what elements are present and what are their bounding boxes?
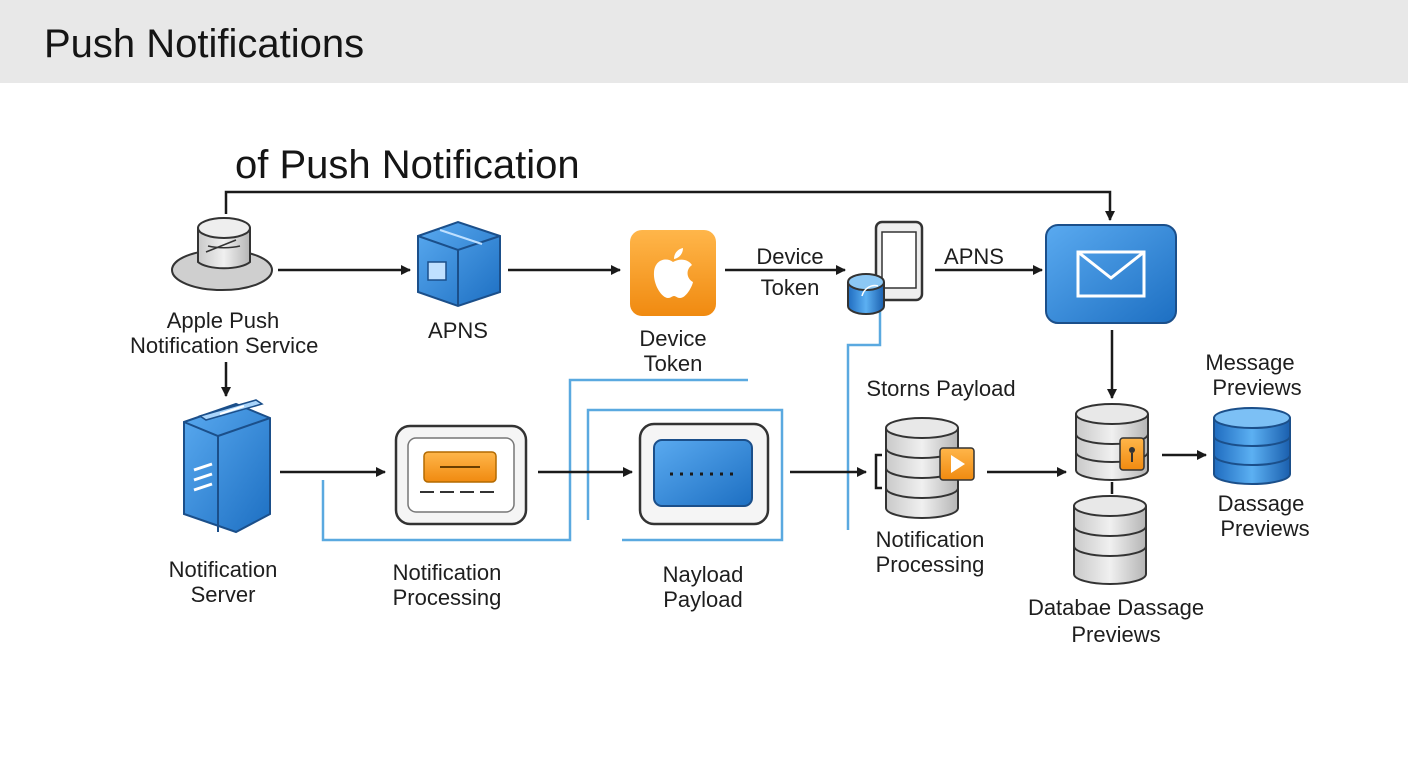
notification-server-label-line1: Notification [168, 557, 278, 582]
payload-card-icon [638, 422, 770, 526]
notification-server-label-line2: Server [190, 582, 256, 607]
apple-push-label-line1: Apple Push [166, 308, 280, 333]
database-label: Databae Dassage Previews [1010, 595, 1222, 647]
dassage-previews-label-line1: Dassage [1217, 491, 1305, 516]
flow-arrows [221, 265, 1207, 494]
server-tower-icon [183, 399, 271, 534]
notification-processing-label-line2: Processing [392, 585, 502, 610]
device-token-label: Device Token [620, 326, 726, 376]
storns-processing-label-line1: Notification [875, 527, 985, 552]
device-token-label-line2: Token [643, 351, 703, 376]
message-previews-label: Message Previews [1190, 350, 1310, 400]
notification-server-label: Notification Server [154, 557, 292, 607]
page-title: Push Notifications [44, 22, 365, 66]
processing-card-icon [394, 424, 528, 526]
server-stack-icon [171, 217, 273, 291]
storns-processing-label: Notification Processing [860, 527, 1000, 577]
message-previews-label-line1: Message [1205, 350, 1295, 375]
envelope-icon [1045, 224, 1177, 324]
nayload-payload-label-line1: Nayload [662, 562, 744, 587]
edge-device-label-line1: Device [756, 244, 824, 269]
message-previews-label-line2: Previews [1212, 375, 1302, 400]
header-bar: Push Notifications [0, 0, 1408, 83]
notification-processing-label: Notification Processing [378, 560, 516, 610]
highlight-lines [321, 298, 882, 542]
database-lower-icon [1073, 495, 1147, 585]
edge-token-label-line2: Token [760, 275, 820, 300]
edge-device-token-label: Device Token [738, 244, 842, 300]
database-icon [885, 417, 975, 519]
apns-label: APNS [428, 318, 488, 343]
notification-processing-label-line1: Notification [392, 560, 502, 585]
package-box-icon [417, 220, 501, 308]
apple-logo-icon [630, 230, 716, 316]
nayload-payload-label: Nayload Payload [640, 562, 766, 612]
storns-processing-label-line2: Processing [875, 552, 985, 577]
apple-push-label-line2: Notification Service [130, 333, 319, 358]
dassage-previews-label: Dassage Previews [1200, 491, 1322, 541]
nayload-payload-label-line2: Payload [663, 587, 743, 612]
database-upper-icon [1075, 403, 1149, 481]
database-label-line2: Previews [1071, 622, 1161, 647]
storns-payload-label: Storns Payload [866, 376, 1016, 401]
diagram-subtitle: of Push Notification [235, 143, 580, 187]
edge-apns-label: APNS [944, 244, 1004, 269]
dassage-previews-label-line2: Previews [1220, 516, 1310, 541]
apple-push-label: Apple Push Notification Service [130, 308, 319, 358]
phone-icon [847, 220, 924, 315]
message-database-icon [1213, 407, 1291, 485]
database-label-line1: Databae Dassage [1027, 595, 1205, 620]
device-token-label-line1: Device [639, 326, 707, 351]
top-bracket-arrow [224, 190, 1115, 221]
